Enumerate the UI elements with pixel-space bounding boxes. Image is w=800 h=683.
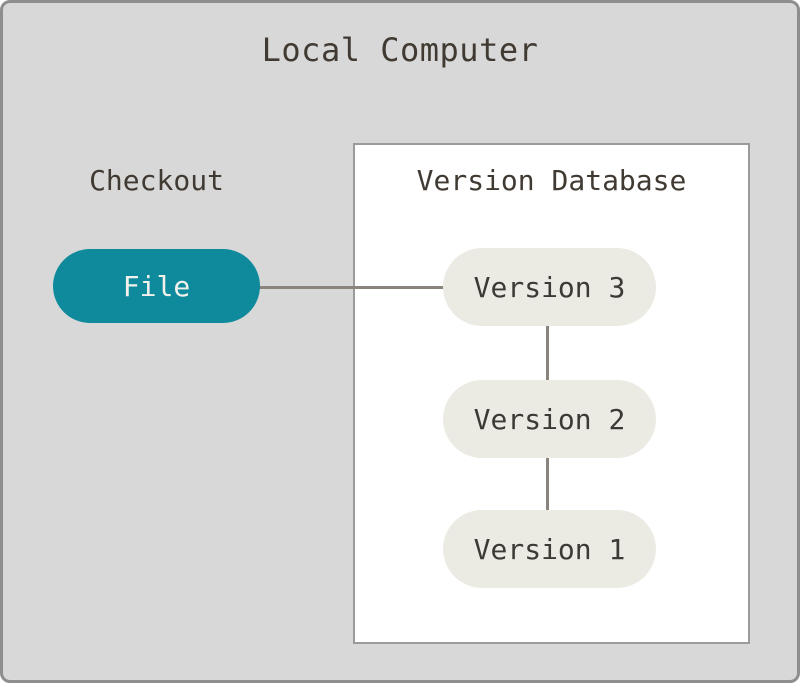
checkout-section-label: Checkout bbox=[89, 164, 224, 197]
version-3-node: Version 3 bbox=[443, 248, 656, 326]
version3-to-version2-connector bbox=[546, 324, 549, 382]
file-node: File bbox=[53, 249, 260, 323]
version-1-node: Version 1 bbox=[443, 510, 656, 588]
version2-to-version1-connector bbox=[546, 456, 549, 512]
version-2-node: Version 2 bbox=[443, 380, 656, 458]
diagram-title: Local Computer bbox=[261, 31, 539, 69]
version-database-label: Version Database bbox=[416, 164, 687, 197]
file-to-version3-connector bbox=[258, 286, 445, 289]
